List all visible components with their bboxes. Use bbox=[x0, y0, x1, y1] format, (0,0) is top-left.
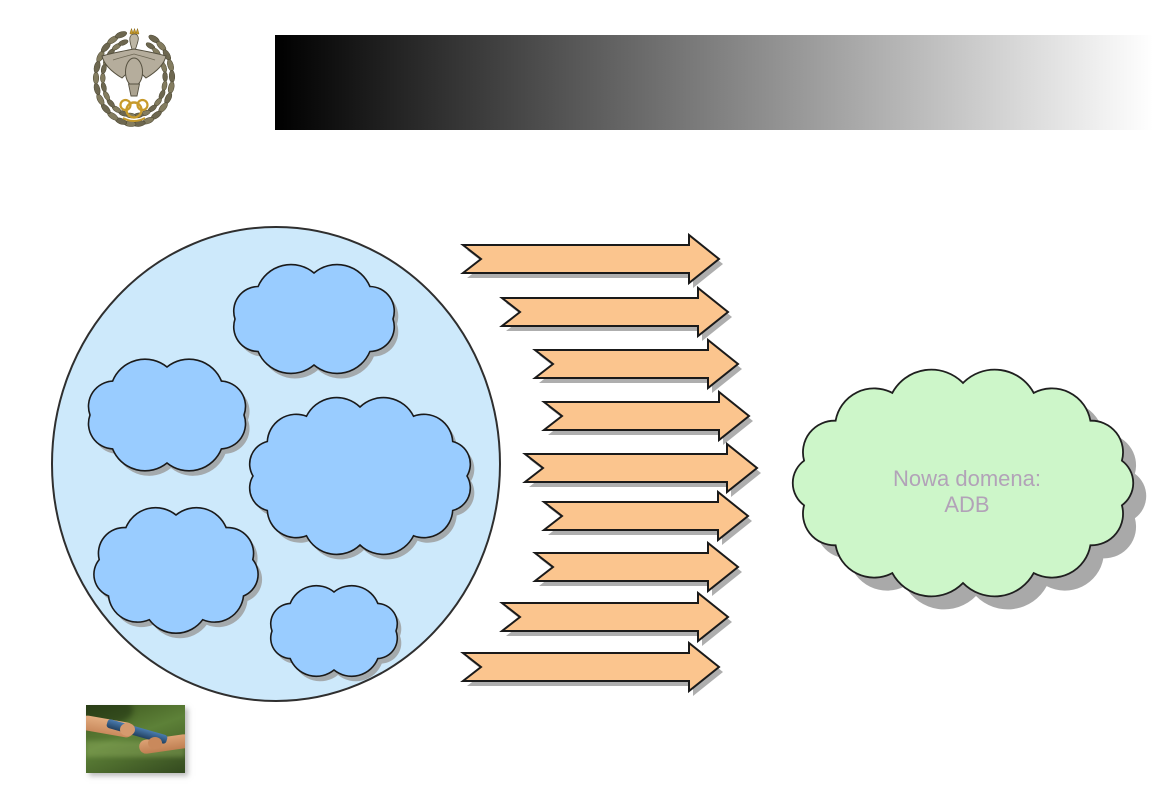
source-domain-cloud bbox=[248, 396, 475, 560]
source-environment-circle bbox=[51, 226, 501, 702]
target-domain-cloud bbox=[791, 368, 1147, 610]
target-domain-label: Nowa domena: ADB bbox=[893, 466, 1041, 517]
source-domain-cloud bbox=[269, 584, 402, 682]
migration-arrow bbox=[532, 540, 742, 596]
cloud-shape bbox=[248, 396, 472, 556]
photo-left-hand bbox=[120, 723, 135, 736]
military-eagle-logo bbox=[89, 26, 179, 132]
arrow-shape bbox=[499, 590, 730, 644]
wreath-leaf bbox=[115, 31, 127, 39]
cloud-shape bbox=[269, 584, 399, 678]
eagle-figure bbox=[101, 27, 167, 122]
gold-monogram bbox=[119, 98, 149, 122]
wreath-leaf bbox=[118, 39, 129, 46]
arrow-shape bbox=[460, 232, 721, 286]
arrow-shape bbox=[541, 489, 750, 543]
cloud-shape bbox=[87, 358, 247, 472]
eagle-tail bbox=[127, 83, 141, 97]
target-domain-label-line1: Nowa domena: bbox=[893, 466, 1041, 491]
laurel-wreath bbox=[92, 31, 176, 127]
arrow-shape bbox=[541, 389, 751, 443]
cloud-shape bbox=[93, 506, 259, 634]
source-domain-cloud bbox=[87, 358, 250, 476]
migration-arrows bbox=[460, 232, 761, 696]
arrow-shape bbox=[522, 441, 759, 495]
migration-arrow bbox=[532, 337, 742, 393]
target-domain-label-line2: ADB bbox=[944, 492, 989, 517]
relay-baton-handoff-photo bbox=[86, 705, 185, 773]
arrow-shape bbox=[460, 640, 721, 694]
migration-arrow bbox=[460, 640, 723, 696]
photo-right-hand bbox=[148, 737, 162, 749]
military-eagle-emblem-icon bbox=[92, 27, 176, 127]
cloud-shape bbox=[232, 263, 396, 375]
migration-arrow bbox=[499, 285, 732, 341]
wing-feather-lines bbox=[112, 53, 156, 61]
migration-arrow bbox=[460, 232, 723, 288]
migration-arrow bbox=[522, 441, 761, 497]
title-gradient-bar bbox=[275, 35, 1153, 130]
migration-arrow bbox=[499, 590, 732, 646]
arrow-shape bbox=[499, 285, 730, 339]
source-domain-cloud bbox=[93, 506, 263, 639]
arrow-shape bbox=[532, 540, 740, 594]
arrow-shape bbox=[532, 337, 740, 391]
source-domain-cloud bbox=[232, 263, 399, 379]
target-cloud-shape bbox=[791, 368, 1135, 598]
migration-arrow bbox=[541, 389, 753, 445]
migration-arrow bbox=[541, 489, 752, 545]
